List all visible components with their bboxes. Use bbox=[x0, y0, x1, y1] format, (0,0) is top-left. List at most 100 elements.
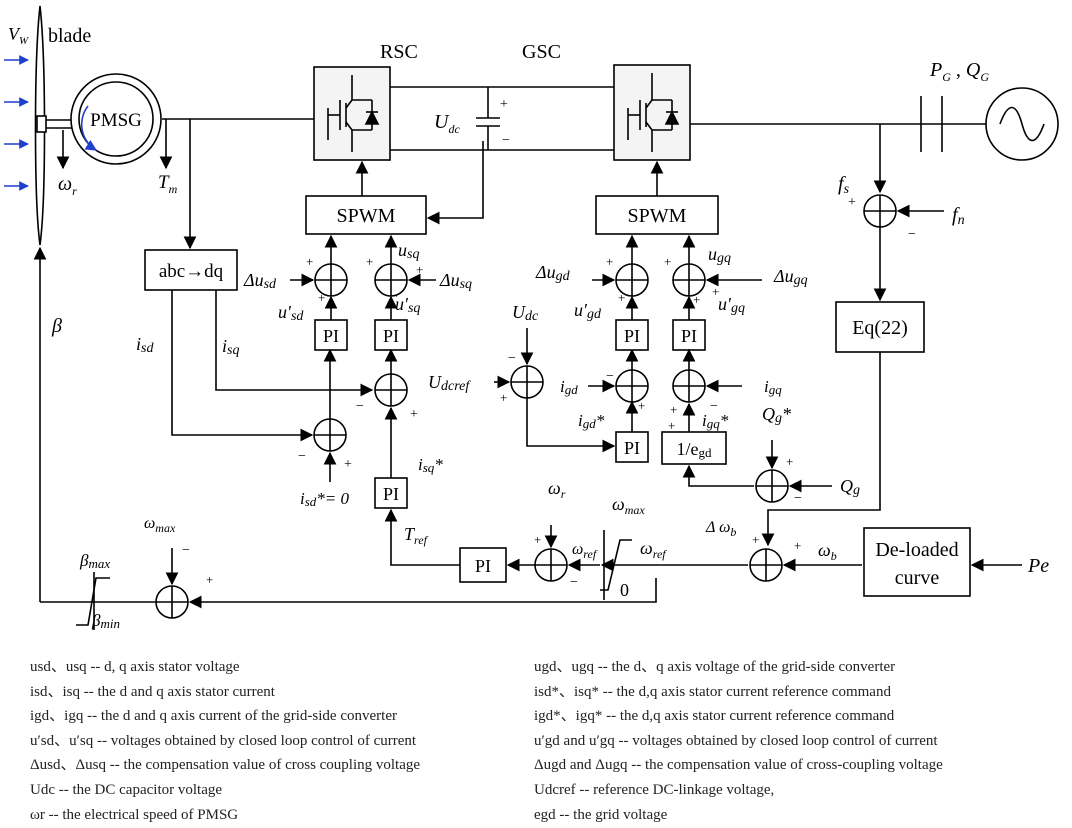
delta-usq-plus: + bbox=[416, 262, 423, 277]
legend-right-item: ugd、ugq -- the d、q axis voltage of the g… bbox=[534, 659, 896, 675]
pi-isq-label: PI bbox=[383, 326, 399, 346]
sum-omega-b-plus1: + bbox=[752, 532, 759, 547]
legend-left-item: u′sd、u′sq -- voltages obtained by closed… bbox=[30, 732, 417, 749]
omega-ref-label: ωref bbox=[572, 541, 598, 561]
u-gd-prime-label: u′gd bbox=[574, 300, 602, 322]
pi-isd-block bbox=[314, 319, 348, 351]
legend-left-item: isd、isq -- the d and q axis stator curre… bbox=[30, 683, 275, 700]
legend-right-item: Udcref -- reference DC-linkage voltage, bbox=[534, 781, 775, 798]
hub bbox=[36, 115, 47, 133]
legend-right-item: u′gd and u′gq -- voltages obtained by cl… bbox=[534, 732, 938, 749]
sine-icon bbox=[999, 106, 1045, 142]
qg-label: Qg bbox=[840, 476, 860, 498]
beta-min-label: βmin bbox=[91, 611, 120, 631]
wind-arrows bbox=[4, 55, 29, 191]
pmsg-label: PMSG bbox=[90, 110, 142, 131]
sum-omega-plus: + bbox=[534, 532, 541, 547]
sum-igq-minus: − bbox=[710, 399, 718, 414]
pi-udc-label: PI bbox=[624, 438, 640, 458]
legend: usd、usq -- d, q axis stator voltage isd、… bbox=[0, 655, 1072, 825]
igd-star-plus: + bbox=[638, 398, 645, 413]
fn-label: fn bbox=[952, 204, 965, 228]
isq-label: isq bbox=[222, 336, 239, 358]
rsc-igbt-icon bbox=[327, 75, 380, 152]
sum-isq-plus: + bbox=[410, 407, 418, 422]
legend-left-item: Δusd、Δusq -- the compensation value of c… bbox=[30, 757, 421, 774]
eq22-label: Eq(22) bbox=[852, 317, 908, 339]
omega-b-label: ωb bbox=[818, 540, 837, 563]
sum-udc-plus: + bbox=[500, 390, 507, 405]
pi-speed-label: PI bbox=[475, 556, 491, 576]
sum-pitch-plus: + bbox=[206, 572, 213, 587]
u-gd-plus: + bbox=[618, 290, 625, 305]
legend-right-item: igd*、igq* -- the d,q axis stator current… bbox=[534, 708, 895, 725]
sum-qg-plus: + bbox=[786, 454, 793, 469]
ugq-label: ugq bbox=[708, 244, 731, 266]
pi-isd-label: PI bbox=[323, 326, 339, 346]
legend-right-item: isd*、isq* -- the d,q axis stator current… bbox=[534, 683, 891, 700]
spwm-right-label: SPWM bbox=[628, 205, 687, 227]
delta-omega-b-label: Δ ωb bbox=[705, 519, 736, 539]
legend-left-item: usd、usq -- d, q axis stator voltage bbox=[30, 659, 240, 675]
isd-star-label: isd*= 0 bbox=[300, 489, 350, 509]
legend-left-column: usd、usq -- d, q axis stator voltage isd、… bbox=[30, 655, 420, 827]
limiter-zero: 0 bbox=[620, 580, 629, 600]
igd-label: igd bbox=[560, 377, 578, 397]
sum-isq-minus: − bbox=[356, 399, 364, 414]
omega-r-in-label: ωr bbox=[548, 478, 566, 501]
delta-ugq-label: Δugq bbox=[773, 266, 808, 288]
pmsg-inner-circle bbox=[78, 81, 154, 157]
cap-minus: − bbox=[502, 133, 510, 148]
sum-isd-minus: − bbox=[298, 449, 306, 464]
pi-isq-block bbox=[374, 319, 408, 351]
pe-label: Pe bbox=[1027, 555, 1049, 577]
pi-igd-label: PI bbox=[624, 326, 640, 346]
legend-left-item: ωr -- the electrical speed of PMSG bbox=[30, 806, 239, 823]
isq-star-label: isq* bbox=[418, 455, 443, 475]
igd-star-label: igd* bbox=[578, 411, 605, 431]
pi-igq-label: PI bbox=[681, 326, 697, 346]
omega-max-label: ωmax bbox=[612, 494, 645, 517]
igq-label: igq bbox=[764, 377, 782, 397]
rotation-arrow bbox=[80, 105, 97, 151]
u-sd-plus: + bbox=[318, 290, 325, 305]
qg-star-label: Qg* bbox=[762, 404, 791, 426]
delta-ugd-label: Δugd bbox=[535, 262, 571, 284]
sum-igq-plus: + bbox=[670, 402, 677, 417]
u-gq-plus: + bbox=[693, 292, 700, 307]
fn-minus: − bbox=[908, 227, 916, 242]
delta-usd-label: Δusd bbox=[243, 270, 277, 292]
pi-udc-block bbox=[615, 431, 649, 463]
abc-dq-label: abc→dq bbox=[159, 261, 224, 282]
omega-ref2-label: ωref bbox=[640, 538, 667, 561]
legend-right-item: Δugd and Δugq -- the compensation value … bbox=[534, 757, 943, 774]
legend-right-column: ugd、ugq -- the d、q axis voltage of the g… bbox=[534, 655, 943, 827]
fs-plus: + bbox=[848, 195, 856, 210]
beta-limiter bbox=[76, 577, 110, 626]
sum-pitch-minus: − bbox=[182, 543, 190, 558]
deloaded-line2: curve bbox=[895, 567, 940, 589]
tref-label: Tref bbox=[404, 524, 429, 547]
sum-usd-plus: + bbox=[306, 254, 313, 269]
u-gq-prime-label: u′gq bbox=[718, 294, 745, 316]
deloaded-line1: De-loaded bbox=[875, 539, 958, 561]
omega-r-label: ωr bbox=[58, 173, 77, 198]
igq-star-label: igq* bbox=[702, 411, 729, 431]
pi-speed-isq-label: PI bbox=[383, 484, 399, 504]
u-sd-prime-label: u′sd bbox=[278, 302, 304, 324]
gsc-label: GSC bbox=[522, 41, 561, 63]
isd-label: isd bbox=[136, 334, 154, 356]
pg-qg-label: PG , QG bbox=[929, 59, 989, 84]
fs-label: fs bbox=[838, 173, 850, 197]
beta-max-label: βmax bbox=[79, 551, 110, 571]
delta-usq-label: Δusq bbox=[439, 270, 472, 292]
eq22-block bbox=[835, 301, 925, 353]
pi-speed-block bbox=[459, 547, 507, 583]
sum-omega-minus: − bbox=[570, 575, 578, 590]
beta-label: β bbox=[51, 315, 62, 337]
cap-plus: + bbox=[500, 97, 508, 112]
rsc-label: RSC bbox=[380, 41, 418, 63]
udc-cap-label: Udc bbox=[434, 111, 460, 136]
igq-star-plus: + bbox=[668, 418, 675, 433]
one-over-egd-block bbox=[661, 431, 727, 465]
